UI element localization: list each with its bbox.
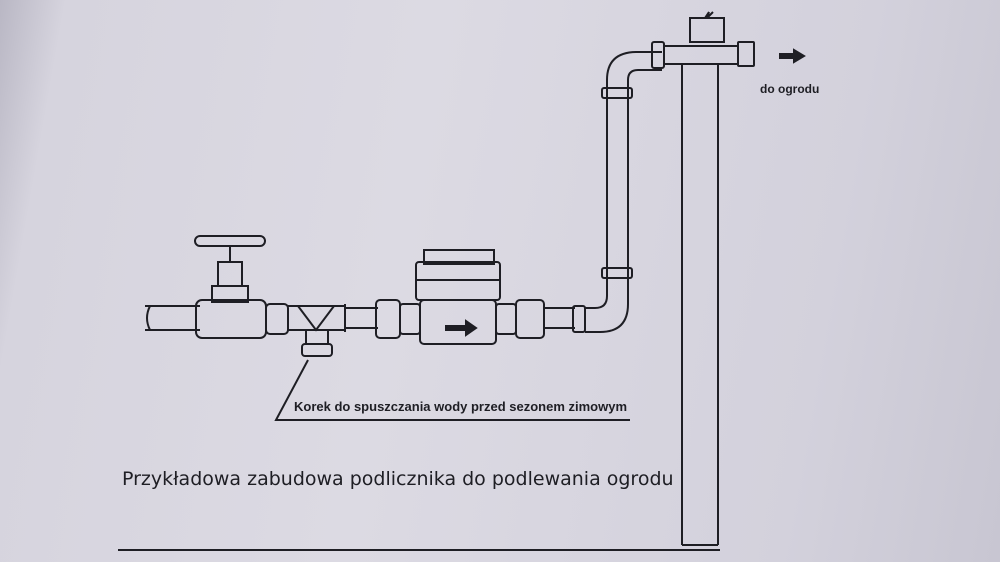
union-fitting-2 — [515, 299, 545, 339]
flow-arrow-icon — [445, 319, 478, 337]
outlet-label: do ogrodu — [760, 82, 820, 96]
union-fitting — [375, 299, 401, 339]
handwheel-icon — [194, 235, 266, 247]
outflow-arrow-icon — [779, 48, 806, 64]
inlet-pipe — [145, 305, 200, 331]
riser-pipe — [585, 41, 755, 333]
drain-plug-label: Korek do spuszczania wody przed sezonem … — [294, 399, 628, 414]
shutoff-valve — [194, 235, 289, 339]
label-leader-line — [274, 359, 630, 421]
drain-plug-icon — [301, 343, 333, 357]
water-meter — [415, 249, 501, 345]
drain-tee — [288, 304, 346, 357]
diagram-caption: Przykładowa zabudowa podlicznika do podl… — [122, 468, 674, 490]
wall-post — [681, 11, 725, 546]
